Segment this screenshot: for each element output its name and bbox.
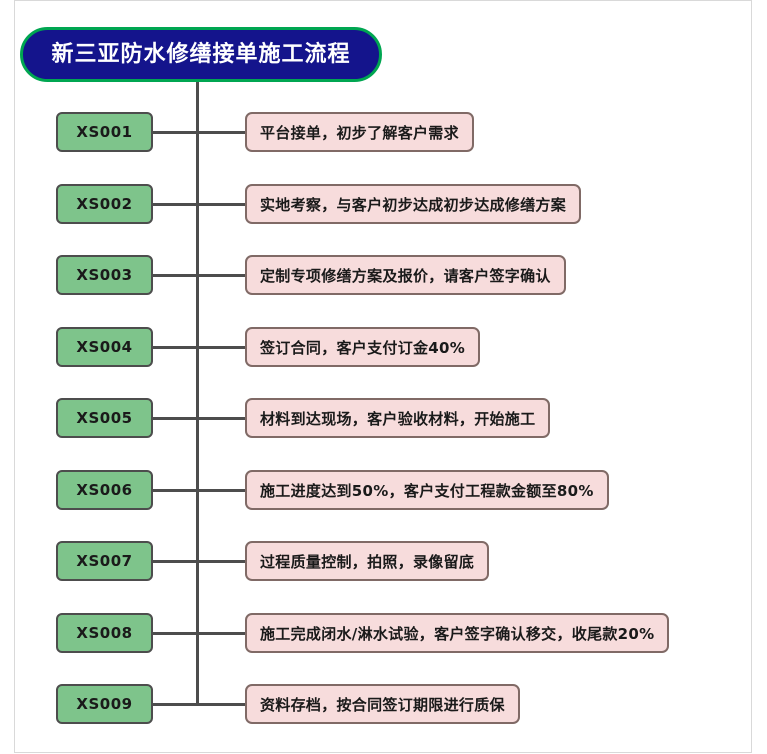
connector-line-right <box>198 489 246 492</box>
step-description-box-xs003[interactable]: 定制专项修缮方案及报价，请客户签字确认 <box>245 255 566 295</box>
step-code-box-xs001[interactable]: XS001 <box>56 112 153 152</box>
connector-line-left <box>153 203 198 206</box>
step-code-box-xs008[interactable]: XS008 <box>56 613 153 653</box>
step-description-box-xs002[interactable]: 实地考察，与客户初步达成初步达成修缮方案 <box>245 184 582 224</box>
step-code-box-xs002[interactable]: XS002 <box>56 184 153 224</box>
connector-line-right <box>198 274 246 277</box>
step-code-box-xs009[interactable]: XS009 <box>56 684 153 724</box>
step-code-box-xs006[interactable]: XS006 <box>56 470 153 510</box>
connector-line-left <box>153 417 198 420</box>
flowchart-title: 新三亚防水修缮接单施工流程 <box>20 27 382 82</box>
connector-line-left <box>153 560 198 563</box>
step-code-box-xs004[interactable]: XS004 <box>56 327 153 367</box>
connector-line-left <box>153 632 198 635</box>
step-description-box-xs007[interactable]: 过程质量控制，拍照，录像留底 <box>245 541 490 581</box>
page-frame-top-border <box>14 0 752 1</box>
step-description-box-xs009[interactable]: 资料存档，按合同签订期限进行质保 <box>245 684 520 724</box>
connector-line-left <box>153 703 198 706</box>
connector-line-left <box>153 274 198 277</box>
step-code-box-xs005[interactable]: XS005 <box>56 398 153 438</box>
connector-line-right <box>198 703 246 706</box>
connector-line-left <box>153 489 198 492</box>
step-description-box-xs006[interactable]: 施工进度达到50%，客户支付工程款金额至80% <box>245 470 609 510</box>
step-description-box-xs005[interactable]: 材料到达现场，客户验收材料，开始施工 <box>245 398 551 438</box>
connector-line-right <box>198 346 246 349</box>
step-description-box-xs004[interactable]: 签订合同，客户支付订金40% <box>245 327 481 367</box>
connector-line-right <box>198 131 246 134</box>
page-title: 新三亚防水修缮接单施工流程 <box>51 41 351 67</box>
step-code-box-xs003[interactable]: XS003 <box>56 255 153 295</box>
connector-line-left <box>153 131 198 134</box>
connector-line-right <box>198 203 246 206</box>
step-code-box-xs007[interactable]: XS007 <box>56 541 153 581</box>
vertical-trunk-connector <box>196 82 199 705</box>
connector-line-right <box>198 632 246 635</box>
connector-line-left <box>153 346 198 349</box>
connector-line-right <box>198 417 246 420</box>
step-description-box-xs001[interactable]: 平台接单，初步了解客户需求 <box>245 112 474 152</box>
connector-line-right <box>198 560 246 563</box>
step-description-box-xs008[interactable]: 施工完成闭水/淋水试验，客户签字确认移交，收尾款20% <box>245 613 670 653</box>
